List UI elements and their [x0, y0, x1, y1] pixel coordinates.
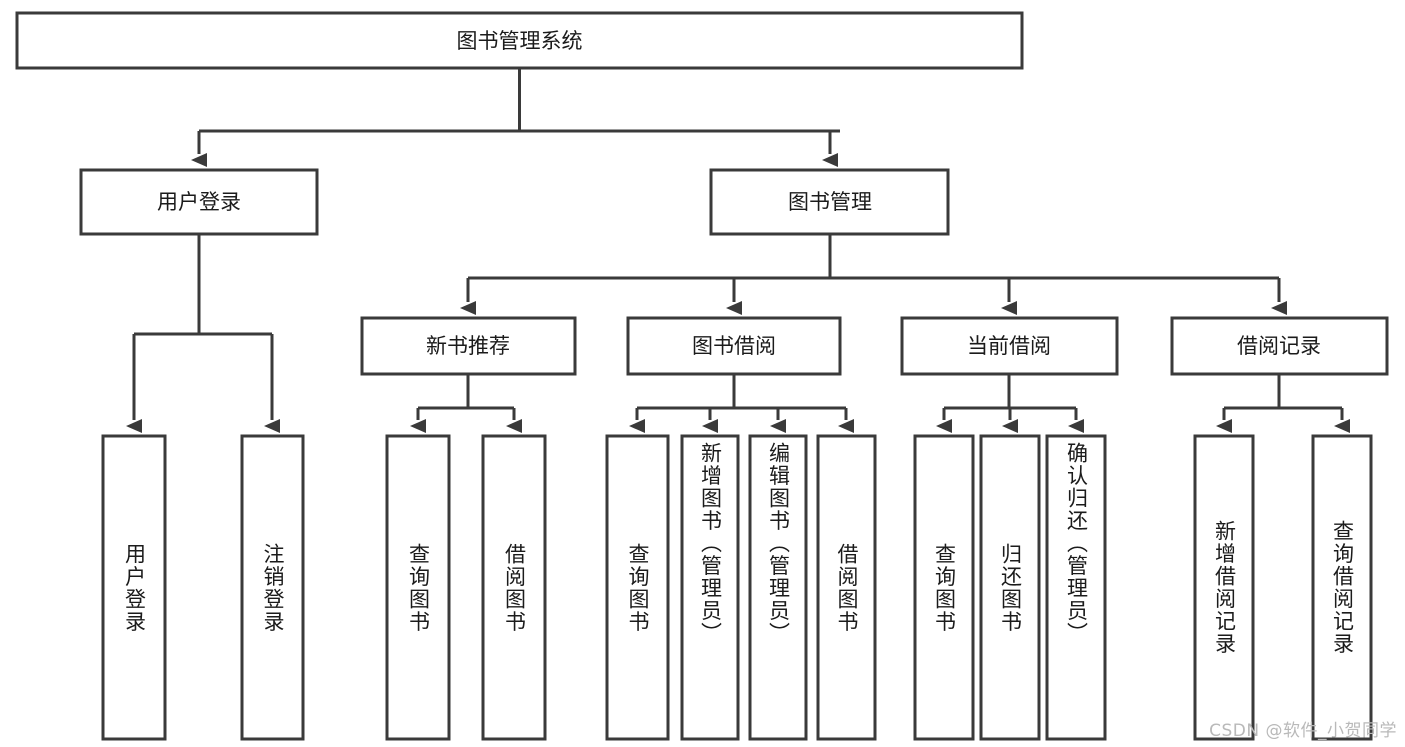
leaf-box-user-login[interactable] — [101, 434, 167, 741]
connector-layer — [126, 68, 1350, 433]
leaf-box-return-book[interactable] — [979, 434, 1041, 741]
node-new-book-recommend-box[interactable] — [360, 316, 577, 376]
node-current-borrow[interactable]: 当前借阅 — [900, 316, 1119, 376]
node-user-login-label: 用户登录 — [157, 190, 241, 214]
node-book-manage[interactable]: 图书管理 — [709, 168, 950, 236]
node-user-login-box[interactable] — [79, 168, 319, 236]
leaf-box-add-book-admin[interactable] — [680, 434, 740, 741]
node-book-borrow-label: 图书借阅 — [692, 334, 776, 358]
node-book-manage-label: 图书管理 — [788, 190, 872, 214]
node-new-book-recommend[interactable]: 新书推荐 — [360, 316, 577, 376]
node-book-manage-box[interactable] — [709, 168, 950, 236]
node-root[interactable]: 图书管理系统 — [15, 11, 1024, 70]
leaf-box-query-book-borrow[interactable] — [605, 434, 670, 741]
node-current-borrow-label: 当前借阅 — [967, 334, 1051, 358]
node-borrow-record-box[interactable] — [1170, 316, 1389, 376]
node-root-label: 图书管理系统 — [457, 29, 583, 53]
node-new-book-recommend-label: 新书推荐 — [426, 334, 510, 358]
leaf-box-query-book-new[interactable] — [385, 434, 451, 741]
leaf-box-add-borrow-record[interactable] — [1193, 434, 1255, 741]
node-user-login[interactable]: 用户登录 — [79, 168, 319, 236]
node-book-borrow-box[interactable] — [626, 316, 842, 376]
node-current-borrow-box[interactable] — [900, 316, 1119, 376]
watermark: CSDN @软件_小贺同学 — [1209, 721, 1397, 741]
node-book-borrow[interactable]: 图书借阅 — [626, 316, 842, 376]
leaf-box-logout[interactable] — [240, 434, 305, 741]
leaf-box-borrow-book[interactable] — [816, 434, 877, 741]
node-borrow-record-label: 借阅记录 — [1237, 334, 1321, 358]
leaf-box-query-book-current[interactable] — [913, 434, 975, 741]
leaf-box-layer — [101, 434, 1373, 741]
node-borrow-record[interactable]: 借阅记录 — [1170, 316, 1389, 376]
leaf-box-confirm-return-admin[interactable] — [1045, 434, 1107, 741]
leaf-box-query-borrow-record[interactable] — [1311, 434, 1373, 741]
node-root-box[interactable] — [15, 11, 1024, 70]
leaf-box-borrow-book-new[interactable] — [481, 434, 547, 741]
leaf-box-edit-book-admin[interactable] — [748, 434, 808, 741]
